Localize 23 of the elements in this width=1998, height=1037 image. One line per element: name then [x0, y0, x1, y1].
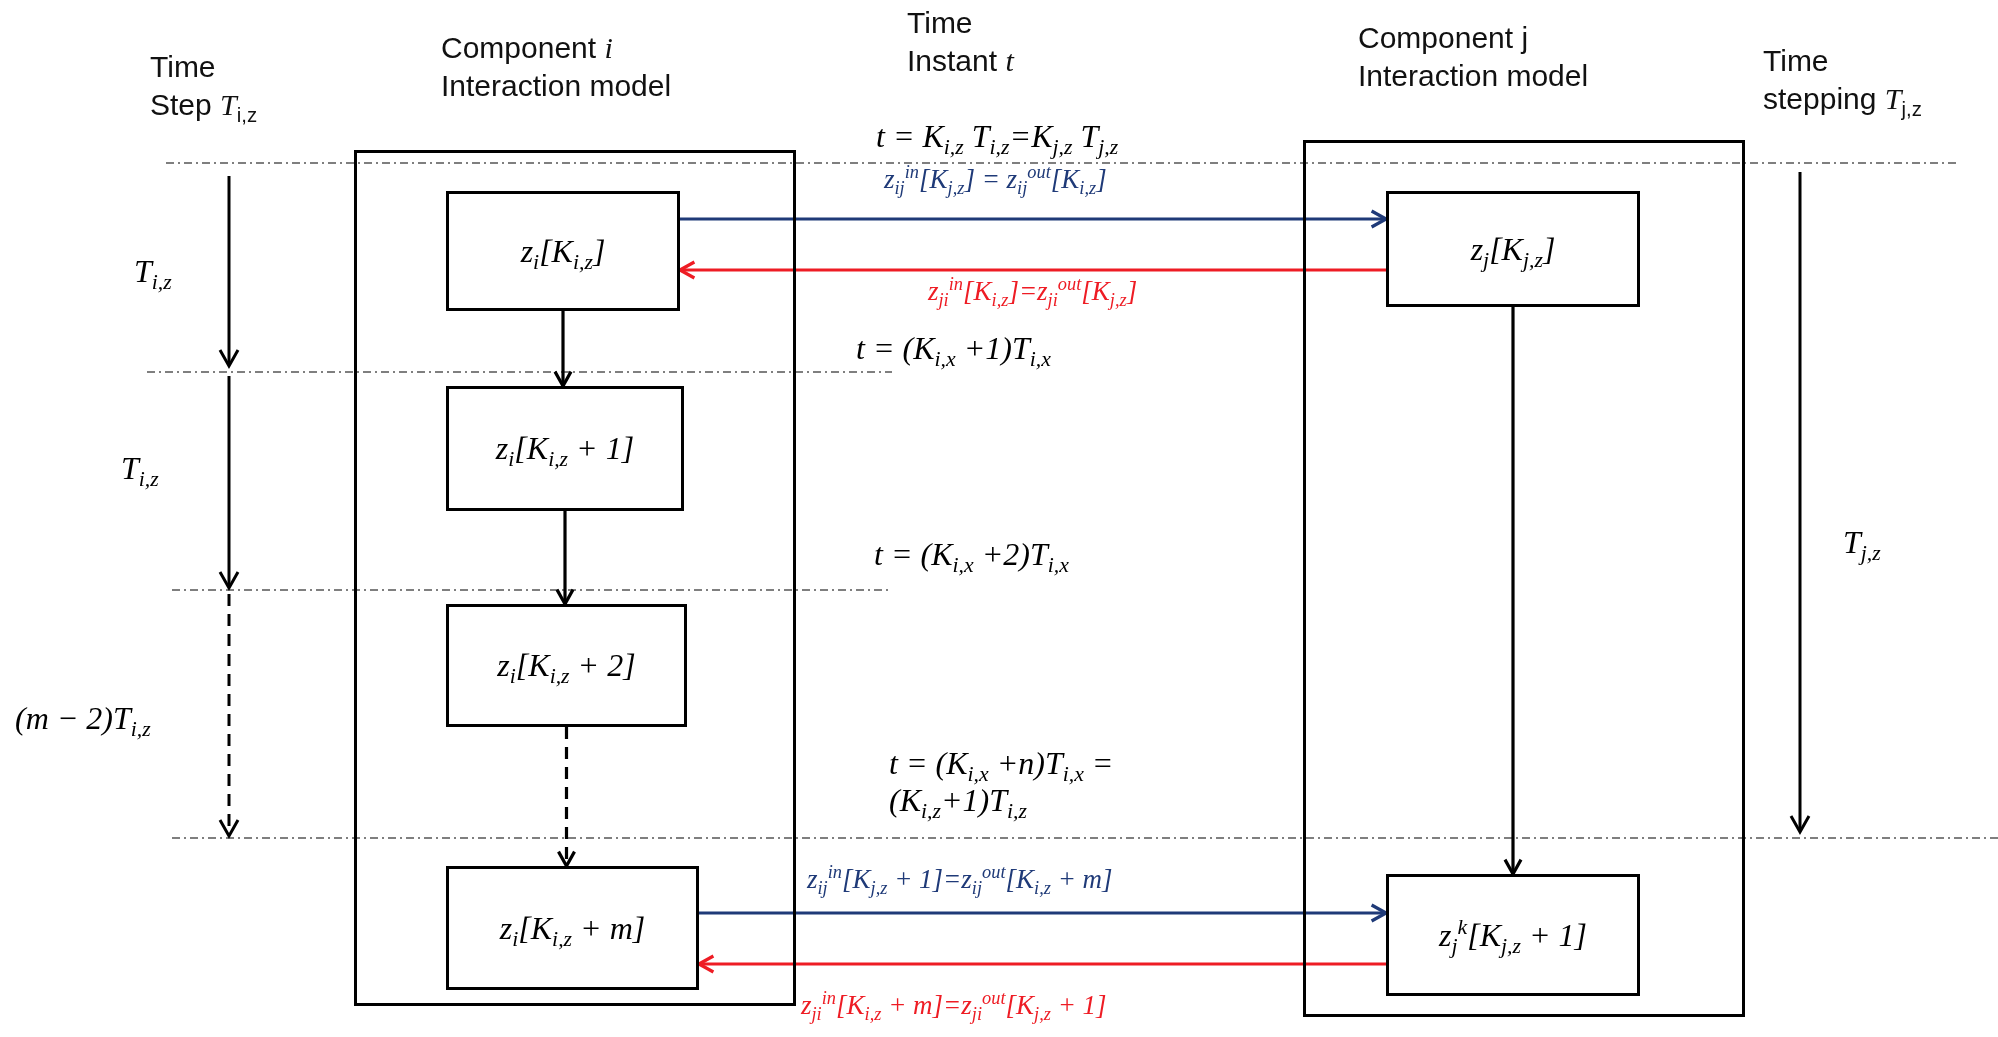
- arrow: [678, 260, 1386, 280]
- state-box: [446, 866, 699, 990]
- axis-title: Time Instant t: [907, 5, 1016, 79]
- time-equation: t = (K$_{i,x}$ +n)T$_{i,x}$ = (K$_{i,z}$+1)T$_{i,z}$: [889, 745, 1115, 819]
- state-box: [1386, 874, 1640, 996]
- state-label: z$_{i}$[K$_{i,z}$]: [520, 232, 606, 270]
- state-box: [1386, 191, 1640, 307]
- arrow: [556, 727, 577, 868]
- arrow: [1503, 307, 1523, 876]
- axis-title: Time Step T$_{i,z}$: [150, 49, 259, 123]
- edge-label: z$_{ij}$$^{in}$[K$_{j,z}$ + 1]=z$_{ij}$$^{out}$[K$_{i,z}$ + m]: [805, 864, 1115, 896]
- state-box: [446, 191, 680, 311]
- edge-label: z$_{ij}$$^{in}$[K$_{j,z}$] = z$_{ij}$$^{out}$[K$_{i,z}$]: [882, 164, 1109, 196]
- arrow: [697, 954, 1386, 974]
- arrow: [680, 209, 1388, 229]
- arrow: [699, 903, 1388, 923]
- state-box: [446, 386, 684, 511]
- arrow: [555, 511, 575, 606]
- edge-label: z$_{ji}$$^{in}$[K$_{i,z}$ + m]=z$_{ji}$$^{out}$[K$_{j,z}$ + 1]: [799, 990, 1109, 1022]
- arrow: [553, 311, 573, 388]
- box-heading: Component i Interaction model: [441, 30, 673, 104]
- state-box: [446, 604, 687, 727]
- box-heading: Component j Interaction model: [1358, 20, 1590, 94]
